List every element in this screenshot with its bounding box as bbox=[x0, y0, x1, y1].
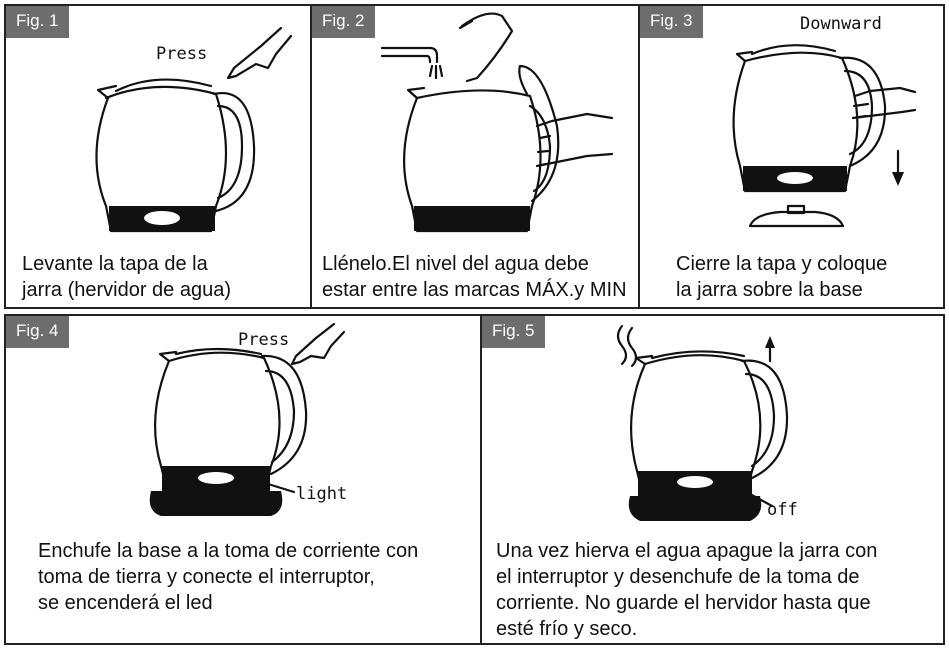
press-note: Press bbox=[238, 330, 290, 350]
caption-line: esté frío y seco. bbox=[496, 618, 638, 640]
caption-line: Llénelo.El nivel del agua debe bbox=[322, 253, 589, 275]
kettle-filling-illustration bbox=[380, 12, 614, 233]
figure-caption: Una vez hierva el agua apague la jarra c… bbox=[496, 538, 877, 642]
kettle-on-base-illustration bbox=[732, 44, 917, 228]
figure-label: Fig. 1 bbox=[6, 6, 69, 38]
caption-line: Una vez hierva el agua apague la jarra c… bbox=[496, 540, 878, 562]
figure-caption: Cierre la tapa y coloque la jarra sobre … bbox=[676, 251, 887, 303]
figure-panel-3: Fig. 3 Downward Cierre la tapa y coloque… bbox=[638, 4, 945, 309]
figure-panel-1: Fig. 1 Press Levante la tapa de la jarra… bbox=[4, 4, 312, 309]
figure-label: Fig. 2 bbox=[312, 6, 375, 38]
caption-line: el interruptor y desenchufe de la toma d… bbox=[496, 566, 860, 588]
downward-note: Downward bbox=[800, 14, 882, 34]
caption-line: Cierre la tapa y coloque bbox=[676, 253, 888, 275]
caption-line: se encenderá el led bbox=[38, 592, 213, 614]
kettle-lid-open-illustration bbox=[95, 26, 293, 233]
light-note: light bbox=[296, 484, 348, 504]
figure-caption: Llénelo.El nivel del agua debe estar ent… bbox=[322, 251, 627, 303]
figure-label: Fig. 4 bbox=[6, 316, 69, 348]
caption-line: corriente. No guarde el hervidor hasta q… bbox=[496, 592, 871, 614]
off-note: off bbox=[767, 500, 798, 520]
figure-label: Fig. 5 bbox=[482, 316, 545, 348]
caption-line: la jarra sobre la base bbox=[676, 279, 863, 301]
figure-caption: Enchufe la base a la toma de corriente c… bbox=[38, 538, 418, 616]
figure-panel-5: Fig. 5 off Una vez hierva el agua apague… bbox=[480, 314, 945, 645]
caption-line: toma de tierra y conecte el interruptor, bbox=[38, 566, 375, 588]
figure-panel-4: Fig. 4 Press light Enchufe la base a la … bbox=[4, 314, 482, 645]
figure-label: Fig. 3 bbox=[640, 6, 703, 38]
caption-line: Levante la tapa de la bbox=[22, 253, 208, 275]
kettle-switch-on-illustration bbox=[149, 322, 346, 516]
figure-panel-2: Fig. 2 Llénelo.El nivel del agua debe es… bbox=[310, 4, 640, 309]
press-note: Press bbox=[156, 44, 208, 64]
kettle-switch-off-illustration bbox=[616, 324, 789, 521]
caption-line: jarra (hervidor de agua) bbox=[22, 279, 231, 301]
figure-caption: Levante la tapa de la jarra (hervidor de… bbox=[22, 251, 231, 303]
caption-line: Enchufe la base a la toma de corriente c… bbox=[38, 540, 419, 562]
caption-line: estar entre las marcas MÁX.y MIN bbox=[322, 279, 627, 301]
